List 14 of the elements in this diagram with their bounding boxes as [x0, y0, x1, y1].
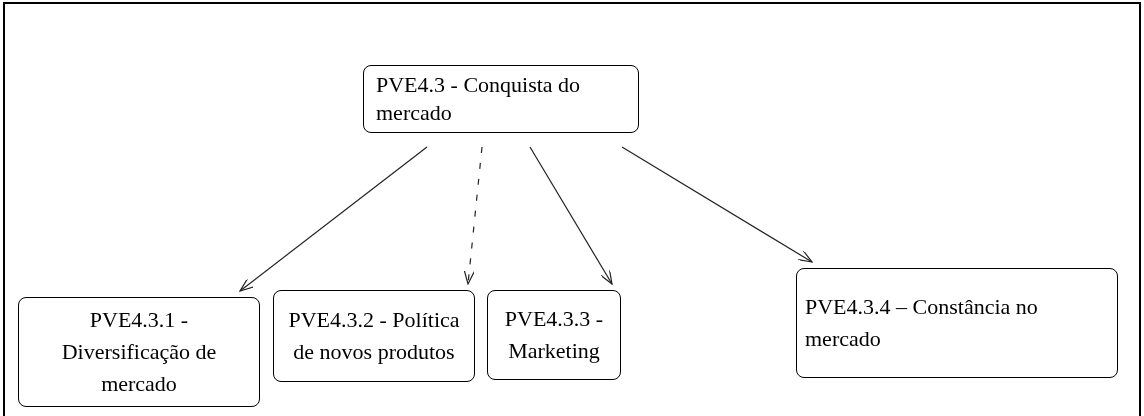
arrow: [463, 146, 483, 285]
box-label: PVE4.3.4 – Constância no mercado: [805, 293, 1039, 353]
box-label: PVE4.3.2 - Política de novos produtos: [287, 306, 461, 366]
arrow: [239, 146, 428, 292]
box-label: PVE4.3.3 - Marketing: [503, 305, 605, 365]
arrow: [621, 146, 813, 263]
box-label: PVE4.3 - Conquista do mercado: [376, 71, 582, 127]
process-box: [363, 65, 639, 133]
process-box: [796, 268, 1118, 378]
process-box: [273, 290, 475, 382]
arrow: [529, 146, 613, 285]
process-box: [18, 297, 260, 407]
process-box: [487, 290, 621, 380]
box-label: PVE4.3.1 - Diversificação de mercado: [60, 306, 218, 398]
